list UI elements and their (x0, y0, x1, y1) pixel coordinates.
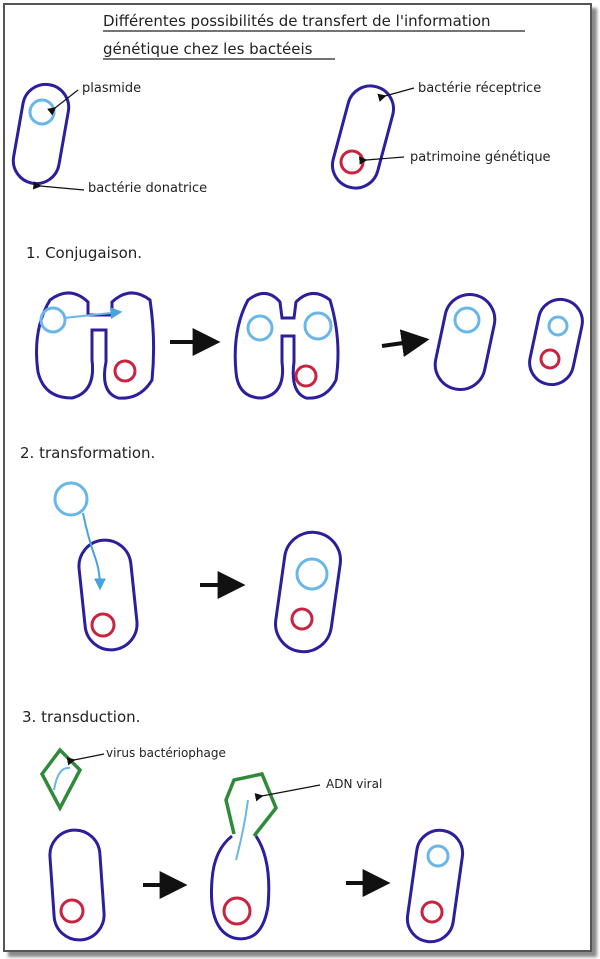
recipient-pointer (377, 87, 415, 102)
donor-label: bactérie donatrice (88, 181, 207, 196)
transformation-step-2 (274, 530, 342, 654)
donor-pointer (32, 181, 85, 191)
conjugation-step-3-recipient (528, 297, 584, 387)
phage-label: virus bactériophage (106, 746, 226, 760)
free-dna-circle (53, 481, 89, 517)
recipient-label: bactérie réceptrice (418, 81, 541, 96)
conjugation-step-1 (35, 291, 156, 400)
viral-dna-strand (235, 799, 249, 861)
genome-label: patrimoine génétique (410, 150, 551, 165)
recipient-bacterium (330, 84, 396, 190)
bacteriophage-virus (39, 747, 83, 812)
phage-pointer (66, 753, 105, 766)
transformation-step-1 (53, 481, 139, 652)
title-line-1: Différentes possibilités de transfert de… (103, 12, 491, 30)
section-conjugation-title: 1. Conjugaison. (26, 244, 142, 262)
plasmid-label: plasmide (82, 81, 141, 96)
conjugation-step-3-donor (433, 293, 497, 391)
transduction-step-3 (405, 828, 465, 944)
conjugation-arrow-2 (381, 329, 430, 358)
section-transduction-title: 3. transduction. (22, 708, 140, 726)
plasmid-pointer (47, 89, 79, 116)
transduction-step-1 (48, 828, 106, 942)
genome-circle (339, 149, 365, 175)
viral-dna-label: ADN viral (326, 777, 382, 791)
plasmid-circle (28, 98, 56, 126)
phage-attached (224, 771, 279, 838)
donor-bacterium (11, 82, 71, 186)
transduction-step-2 (209, 771, 279, 941)
diagram-frame (3, 3, 592, 952)
genome-pointer (358, 156, 405, 165)
section-transformation-title: 2. transformation. (20, 444, 155, 462)
viral-dna-pointer (254, 784, 321, 802)
title-line-2: génétique chez les bactéeis (103, 40, 313, 58)
conjugation-step-2 (233, 292, 340, 400)
